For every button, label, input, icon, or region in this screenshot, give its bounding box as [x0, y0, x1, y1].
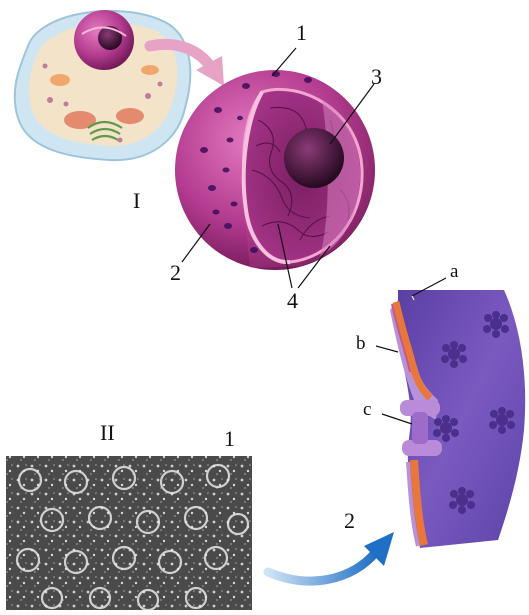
label-micrograph-1: 1	[224, 428, 235, 450]
nuclear-envelope-detail	[376, 278, 525, 548]
label-3-nucleolus: 3	[371, 66, 382, 88]
label-a: a	[450, 262, 458, 281]
zoom-arrow-blue	[268, 532, 394, 581]
label-2-nuclear-pore: 2	[170, 262, 181, 284]
nucleus-cutaway	[175, 48, 375, 288]
label-1-nuclear-envelope: 1	[296, 22, 307, 44]
cell-illustration	[15, 10, 191, 160]
electron-micrograph	[6, 456, 252, 610]
label-diagram-2: 2	[344, 510, 355, 532]
label-4-chromatin: 4	[287, 290, 298, 312]
label-c: c	[363, 400, 371, 419]
label-roman-II: II	[100, 422, 115, 444]
label-b: b	[356, 334, 366, 353]
label-roman-I: I	[133, 190, 140, 212]
